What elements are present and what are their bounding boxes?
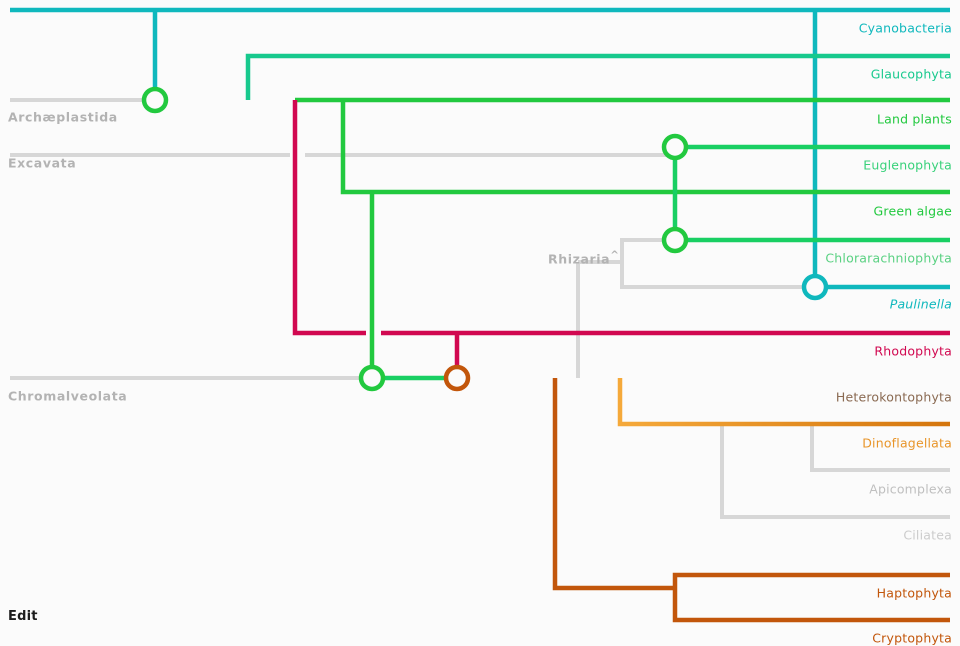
node-red-secondary[interactable] xyxy=(443,364,471,392)
endosymbiosis-nodes xyxy=(141,86,829,392)
branch-haptophyta-cryptophyta-trunk xyxy=(552,378,675,591)
gray-backbone-group xyxy=(10,98,950,519)
gray-apicomplexa-branch xyxy=(810,424,950,472)
group-label-archaeplastida: Archæplastida xyxy=(8,109,118,125)
taxon-label-haptophyta: Haptophyta xyxy=(876,585,952,601)
node-paulinella-origin[interactable] xyxy=(801,273,829,301)
taxon-label-chlorarachniophyta: Chlorarachniophyta xyxy=(825,250,952,266)
branch-glaucophyta xyxy=(245,53,950,100)
node-chlorarachniophyta-origin[interactable] xyxy=(661,226,689,254)
node-archaeplastida-origin[interactable] xyxy=(141,86,169,114)
node-green-secondary[interactable] xyxy=(358,364,386,392)
branch-cryptophyta xyxy=(672,588,950,623)
taxon-label-heterokontophyta: Heterokontophyta xyxy=(835,389,952,405)
taxon-label-paulinella: Paulinella xyxy=(889,296,952,312)
green-plastid-lineage xyxy=(295,97,950,369)
chromalveolata-lineage xyxy=(466,375,950,623)
taxon-label-rhodophyta: Rhodophyta xyxy=(874,343,952,359)
taxon-label-euglenophyta: Euglenophyta xyxy=(863,157,952,173)
green-secondary-lineage xyxy=(381,144,950,381)
taxon-label-apicomplexa: Apicomplexa xyxy=(869,481,952,497)
taxon-label-green-algae: Green algae xyxy=(873,203,952,219)
gray-rhizaria-bracket xyxy=(620,238,806,289)
branch-dinoflagellata xyxy=(617,378,950,427)
group-label-excavata: Excavata xyxy=(8,155,77,171)
taxon-label-cyanobacteria: Cyanobacteria xyxy=(858,20,952,36)
group-label-rhizaria: Rhizaria^ xyxy=(548,249,620,266)
rhodophyta-lineage xyxy=(292,100,950,369)
group-label-chromalveolata: Chromalveolata xyxy=(8,388,128,404)
group-label-rhizaria-superscript: ^ xyxy=(610,249,620,262)
node-euglenophyta-origin[interactable] xyxy=(661,133,689,161)
edit-button[interactable]: Edit xyxy=(8,609,38,624)
taxon-label-cryptophyta: Cryptophyta xyxy=(872,630,952,646)
taxon-label-dinoflagellata: Dinoflagellata xyxy=(862,435,952,451)
branch-green-algae xyxy=(340,100,950,195)
gray-ciliatea-branch xyxy=(720,424,950,519)
branch-rhodophyta-trunk xyxy=(292,100,366,336)
glaucophyta-lineage xyxy=(245,53,950,100)
branch-haptophyta xyxy=(672,572,950,588)
taxon-label-glaucophyta: Glaucophyta xyxy=(870,66,952,82)
group-label-rhizaria-text: Rhizaria xyxy=(548,251,611,267)
taxon-label-land-plants: Land plants xyxy=(876,111,952,127)
taxon-label-ciliatea: Ciliatea xyxy=(903,527,952,543)
